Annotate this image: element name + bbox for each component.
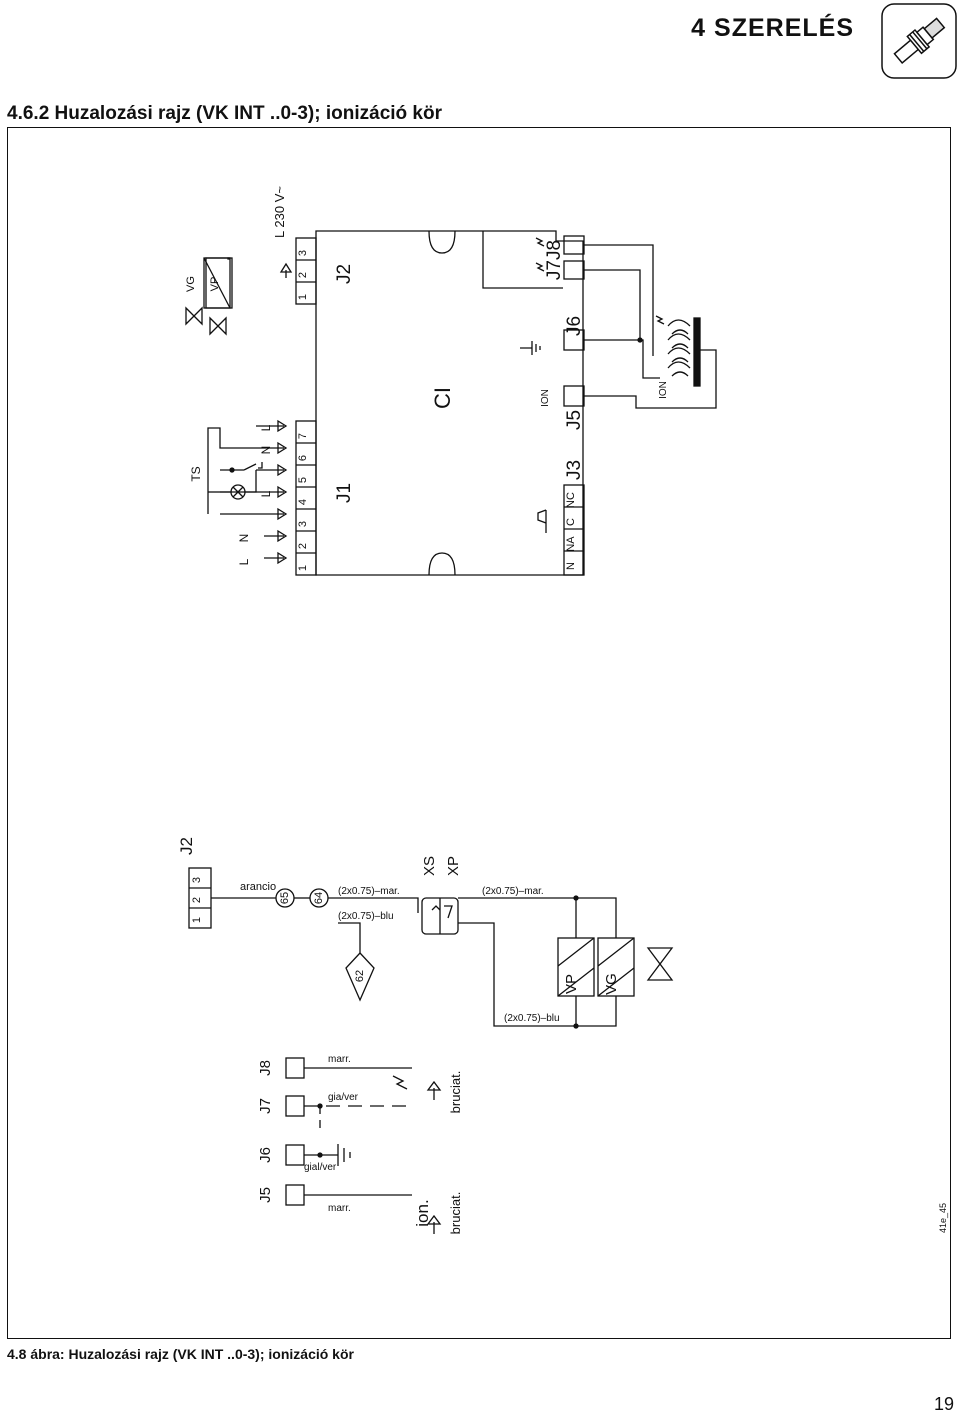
j1-pin-2: 2 [297,543,309,549]
ion-label-board: ION [540,389,551,407]
burner-icon [655,315,701,387]
pipe-fitting-icon [880,2,958,80]
lamp-l2-label: L [259,424,273,431]
j1-pin-1: 1 [297,565,309,571]
valve-vg-label: VG [603,973,620,995]
chapter-title: 4 SZERELÉS [691,14,854,42]
connector-j7-j8-label: J7J8 [544,240,565,280]
bruciat-bottom-label: bruciat. [448,1192,463,1235]
wiring-diagram: 1 2 3 4 5 6 7 1 2 3 J1 J2 CI J3 J5 J6 J7… [7,127,951,1339]
j6-label-lower: J6 [257,1147,274,1163]
board-label: CI [430,387,455,409]
ts-label: TS [189,466,203,481]
page-number: 19 [933,1394,954,1414]
connector-j5-label: J5 [564,410,585,430]
cable-top-2-label: (2x0.75)–mar. [482,886,544,897]
wire-gia-ver-2: gial/ver [304,1162,337,1173]
bruciat-top-label: bruciat. [448,1071,463,1114]
valve-vp-label: VP [563,974,580,994]
terminal-62: 62 [354,970,366,982]
cable-blu-1-label: (2x0.75)–blu [338,911,394,922]
j7-label-lower: J7 [257,1098,274,1114]
lamp-l-label: L [259,490,273,497]
valve-vp-label-upper: VP [209,277,221,292]
ion-label-burner: ION [658,381,669,399]
figure-caption: 4.8 ábra: Huzalozási rajz (VK INT ..0-3)… [7,1346,354,1362]
wire-orange-label: arancio [240,881,276,893]
mains-l-label: L [237,558,251,565]
plug-xp-label: XP [445,856,462,876]
ion-lower-label: ion. [413,1199,432,1226]
j3-pin-nc: NC [565,492,577,508]
j1-terminal-strip [295,420,317,576]
mains-n-label: N [237,534,251,543]
j1-pin-6: 6 [297,455,309,461]
j2-terminal-strip [295,237,317,305]
j2-pin-1: 1 [297,294,309,300]
connector-j2-label: J2 [334,264,355,284]
j3-pin-c: C [565,518,577,526]
j8-label-lower: J8 [257,1060,274,1076]
connector-j3-label: J3 [564,460,585,480]
j1-pin-7: 7 [297,433,309,439]
cable-top-1-label: (2x0.75)–mar. [338,886,400,897]
wire-marr-top: marr. [328,1054,351,1065]
supply-label: L 230 V~ [272,186,287,238]
mains-input [207,419,288,565]
spark-icon [392,1075,408,1090]
cable-blu-2-label: (2x0.75)–blu [504,1013,560,1024]
connector-j1-label: J1 [334,483,355,503]
j2-pin-3: 3 [297,250,309,256]
wire-gia-ver-1: gia/ver [328,1092,359,1103]
valve-vg-label-upper: VG [185,276,197,292]
j1-pin-5: 5 [297,477,309,483]
j2-middle-pin-1: 1 [191,917,203,923]
valve-symbols [185,257,233,336]
j3-terminal-strip [563,484,585,576]
j3-pin-n: N [565,562,577,570]
terminal-65: 65 [279,892,291,904]
j1-pin-3: 3 [297,521,309,527]
j2-middle-label: J2 [177,837,196,855]
section-heading: 4.6.2 Huzalozási rajz (VK INT ..0-3); io… [7,103,442,124]
j5-label-lower: J5 [257,1187,274,1203]
plug-xs-label: XS [421,856,438,876]
gas-valve-vp-vg [557,937,674,997]
connector-sockets-lower [285,1057,305,1206]
j2-middle-pin-3: 3 [191,877,203,883]
plug-xs-xp [421,897,459,935]
j1-pin-4: 4 [297,499,309,505]
wire-marr-bottom: marr. [328,1203,351,1214]
j2-middle-pin-2: 2 [191,897,203,903]
lamp-n-label: N [259,446,273,455]
terminal-64: 64 [313,892,325,904]
arrow-up-icon-2 [426,1214,442,1234]
arrow-up-icon [426,1080,442,1100]
figure-code: 41e_45 [938,1203,948,1233]
j3-pin-na: NA [565,536,577,552]
connector-j6-label: J6 [564,316,585,336]
j2-pin-2: 2 [297,272,309,278]
